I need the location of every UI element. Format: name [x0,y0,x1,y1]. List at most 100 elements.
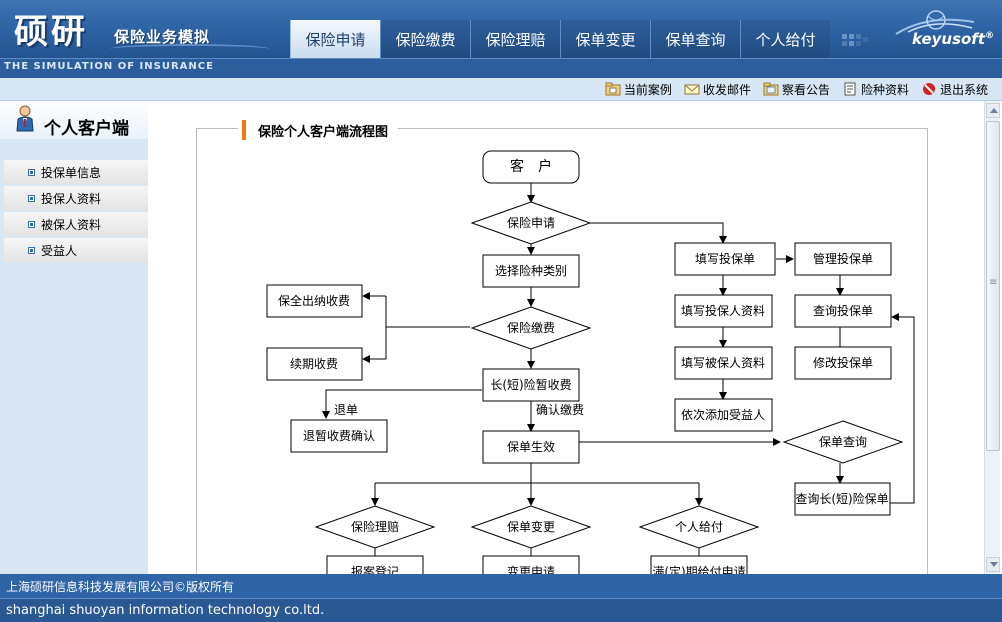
tab-policy-change[interactable]: 保单变更 [560,20,650,58]
edge-label-confirm-pay: 确认缴费 [536,402,584,417]
node-select-type [482,254,580,288]
deco-squares-icon [842,34,870,50]
sidebar: 个人客户端 投保单信息 投保人资料 被保人资料 受益人 [0,101,148,574]
node-apply-label: 保险申请 [507,215,555,230]
exit-label: 退出系统 [939,82,988,97]
current-case-label: 当前案例 [623,82,672,97]
content-scrollbar[interactable] [984,101,1000,574]
node-modify-form [794,346,892,380]
node-payment [470,306,592,350]
edge-loop-query [890,313,915,504]
node-payment-label: 保险缴费 [507,320,555,335]
header-subband [0,58,1002,78]
tab-personal-pay[interactable]: 个人给付 [740,20,830,58]
brand-globe-icon [895,10,975,35]
footer-copyright: 上海硕研信息科技发展有限公司©版权所有 [0,574,1002,598]
node-refund-confirm [290,419,388,453]
logo-swoosh-icon [110,44,270,54]
tab-policy-query[interactable]: 保单查询 [650,20,740,58]
edge-apply-fillform [590,222,727,244]
node-policy-query [782,420,904,464]
node-add-beneficiary-label: 依次添加受益人 [681,407,765,422]
scroll-thumb[interactable] [986,121,1000,451]
notice-label: 察看公告 [781,82,830,97]
node-modify-form-label: 修改投保单 [813,355,873,370]
node-report-label: 报案登记 [351,564,399,574]
toolbar-items: 当前案例 收发邮件 察看公告 险种资料 退出系统 [605,80,988,98]
insurance-info-label: 险种资料 [860,82,909,97]
edge-short-refund [322,389,482,419]
node-customer [482,150,580,184]
logo-title: 硕研 [14,12,88,52]
bullet-icon [28,194,35,202]
flowchart-legend: 保险个人客户端流程图 [238,120,399,140]
sidebar-header: 个人客户端 [0,101,148,139]
node-personal-pay [638,505,760,549]
node-change-apply [482,555,580,574]
node-query-short-label: 查询长(短)险保单 [795,491,888,506]
scroll-up-icon[interactable] [986,103,1000,118]
sidebar-title: 个人客户端 [44,119,129,139]
node-fill-form-label: 填写投保单 [695,251,755,266]
node-personal-pay-label: 个人给付 [675,520,723,534]
flowchart: 客 户 保险申请 选择险种类别 填写投保单 管理投保单 填写投保人资料 查询投保… [266,150,915,574]
current-case-button[interactable]: 当前案例 [605,80,672,98]
sidebar-item-policy-info[interactable]: 投保单信息 [4,160,148,184]
node-change-apply-label: 变更申请 [507,564,555,574]
node-change-label: 保单变更 [507,519,555,534]
insurance-info-button[interactable]: 险种资料 [842,80,909,98]
node-manage-form-label: 管理投保单 [813,251,873,266]
toolbar: 当前案例 收发邮件 察看公告 险种资料 退出系统 [0,78,1002,101]
scroll-down-icon[interactable] [986,557,1000,572]
header: 硕研 保险业务模拟 THE SIMULATION OF INSURANCE 保险… [0,0,1002,78]
node-fill-applicant [674,294,773,328]
node-customer-label: 客 户 [510,158,552,175]
tab-insurance-apply[interactable]: 保险申请 [290,20,380,58]
flowchart-frame [196,128,928,574]
node-policy-query-label: 保单查询 [819,435,867,449]
main-nav: 保险申请 保险缴费 保险理赔 保单变更 保单查询 个人给付 [290,20,830,58]
sidebar-item-label: 被保人资料 [41,217,102,232]
mail-button[interactable]: 收发邮件 [684,80,751,98]
sidebar-item-applicant[interactable]: 投保人资料 [4,186,148,210]
tab-insurance-claim[interactable]: 保险理赔 [470,20,560,58]
node-report [326,555,424,574]
sidebar-item-label: 投保单信息 [41,165,102,180]
node-renewal [266,347,363,381]
node-renewal-label: 续期收费 [290,357,338,371]
mail-label: 收发邮件 [702,82,751,97]
flowchart-title: 保险个人客户端流程图 [258,124,389,140]
node-fill-applicant-label: 填写投保人资料 [681,303,765,318]
legend-accent-bar [242,120,246,140]
node-query-form-label: 查询投保单 [813,303,873,318]
node-fill-insured [674,346,773,380]
sidebar-item-label: 投保人资料 [41,191,102,206]
node-add-beneficiary [674,398,773,432]
sidebar-list: 投保单信息 投保人资料 被保人资料 受益人 [4,160,148,264]
bullet-icon [28,220,35,228]
node-effective [482,430,580,464]
mail-icon [684,84,700,95]
node-short-temp [482,368,580,402]
node-claim-label: 保险理赔 [351,519,399,534]
sidebar-item-insured[interactable]: 被保人资料 [4,212,148,236]
notice-button[interactable]: 察看公告 [763,80,830,98]
node-period-apply-label: 满(定)期给付申请 [652,564,745,574]
node-effective-label: 保单生效 [507,439,555,454]
node-select-type-label: 选择险种类别 [495,263,567,278]
document-icon [844,82,856,96]
edge-label-refund: 退单 [334,403,358,417]
node-manage-form [794,242,892,276]
exit-button[interactable]: 退出系统 [921,80,988,98]
notice-folder-icon [763,82,779,96]
sidebar-item-beneficiary[interactable]: 受益人 [4,238,148,262]
node-fill-insured-label: 填写被保人资料 [681,356,765,370]
node-claim [314,505,436,549]
exit-icon [922,83,935,95]
tab-insurance-payment[interactable]: 保险缴费 [380,20,470,58]
node-full-cashier [266,284,363,318]
node-fill-form [674,242,776,276]
sidebar-item-label: 受益人 [41,243,78,258]
node-refund-confirm-label: 退暂收费确认 [303,429,375,443]
